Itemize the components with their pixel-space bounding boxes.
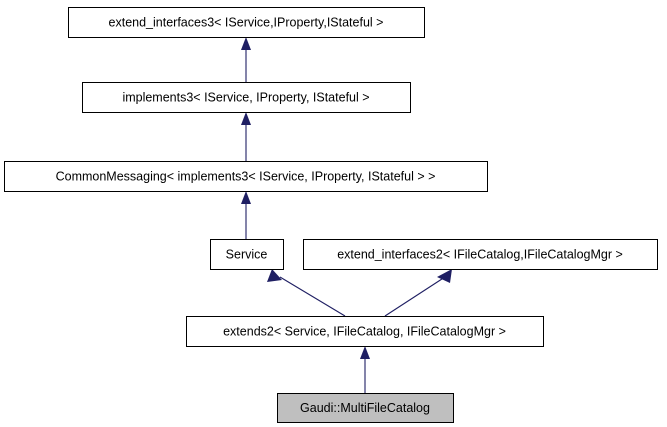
class-node-label: CommonMessaging< implements3< IService, … xyxy=(56,169,436,183)
class-node-extends2[interactable]: extends2< Service, IFileCatalog, IFileCa… xyxy=(186,316,544,347)
class-node-box[interactable] xyxy=(186,316,544,347)
inheritance-arrow-icon xyxy=(267,269,282,282)
class-node-extend_interfaces2[interactable]: extend_interfaces2< IFileCatalog,IFileCa… xyxy=(303,239,658,270)
edge-extends2-to-extend_interfaces2 xyxy=(384,269,452,317)
class-node-commonmessaging[interactable]: CommonMessaging< implements3< IService, … xyxy=(4,161,488,192)
edge-extends2-to-service xyxy=(267,269,346,317)
inheritance-arrow-icon xyxy=(241,37,251,50)
edge-implements3-to-extend_interfaces3 xyxy=(241,37,251,82)
inheritance-arrow-icon xyxy=(360,346,370,359)
class-node-box[interactable] xyxy=(277,393,454,423)
class-node-box[interactable] xyxy=(82,82,411,113)
class-node-label: implements3< IService, IProperty, IState… xyxy=(122,90,369,104)
inheritance-arrow-icon xyxy=(241,112,251,125)
class-node-box[interactable] xyxy=(303,239,658,270)
class-node-box[interactable] xyxy=(210,239,284,270)
class-node-label: extends2< Service, IFileCatalog, IFileCa… xyxy=(223,324,506,338)
inheritance-edge-line xyxy=(279,276,346,317)
edge-commonmessaging-to-implements3 xyxy=(241,112,251,161)
edge-layer xyxy=(241,37,452,393)
class-node-label: extend_interfaces2< IFileCatalog,IFileCa… xyxy=(337,247,623,261)
class-node-gaudi_multifilecatalog[interactable]: Gaudi::MultiFileCatalog xyxy=(277,393,454,423)
edge-gaudi-to-extends2 xyxy=(360,346,370,393)
edge-service-to-commonmessaging xyxy=(241,191,251,239)
inheritance-arrow-icon xyxy=(437,269,452,283)
class-node-label: Gaudi::MultiFileCatalog xyxy=(300,401,430,415)
class-node-label: Service xyxy=(226,247,268,261)
class-node-extend_interfaces3[interactable]: extend_interfaces3< IService,IProperty,I… xyxy=(68,7,425,38)
class-node-box[interactable] xyxy=(68,7,425,38)
class-node-label: extend_interfaces3< IService,IProperty,I… xyxy=(109,15,384,29)
class-node-service[interactable]: Service xyxy=(210,239,284,270)
class-node-implements3[interactable]: implements3< IService, IProperty, IState… xyxy=(82,82,411,113)
node-layer: extend_interfaces3< IService,IProperty,I… xyxy=(4,7,658,423)
inheritance-arrow-icon xyxy=(241,191,251,204)
inheritance-edge-line xyxy=(384,276,446,317)
class-node-box[interactable] xyxy=(4,161,488,192)
